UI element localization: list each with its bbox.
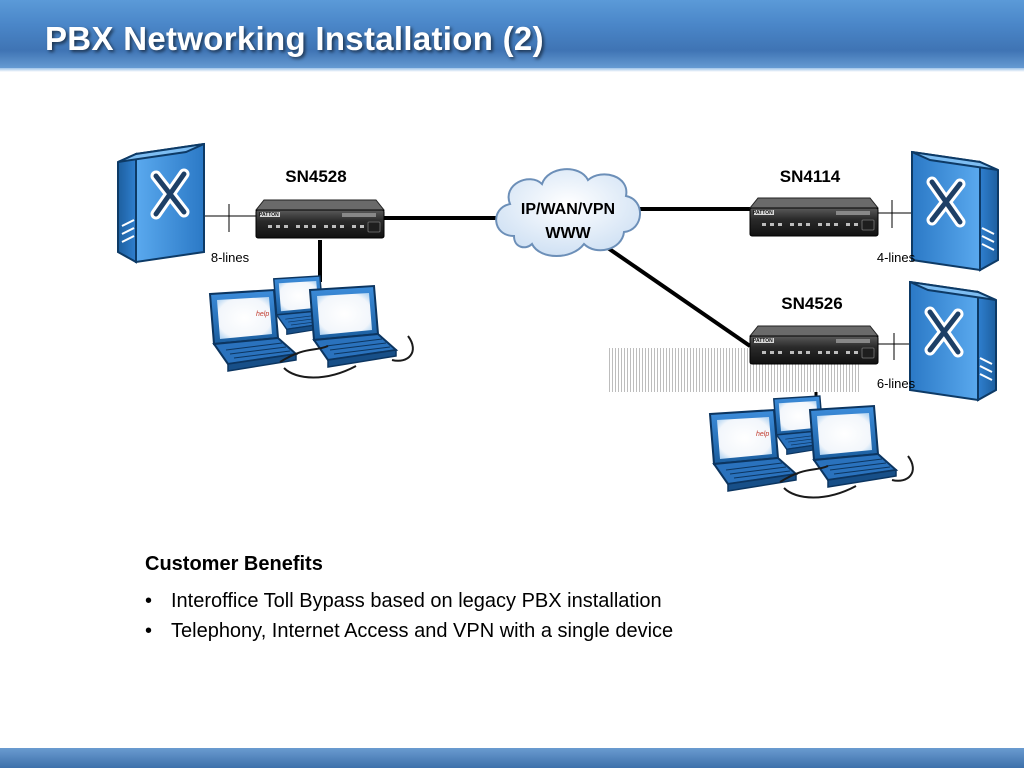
- laptop-screen-label: help: [756, 431, 769, 438]
- device-sn4526-icon: [749, 325, 879, 365]
- device-sn4528-brand: PATTON: [259, 212, 279, 218]
- cloud-icon: [495, 168, 641, 257]
- network-diagram: PATTON PATTON PATTON help help IP/WAN/VP…: [0, 0, 1024, 540]
- device-sn4528-icon: [255, 199, 385, 239]
- lines-right-top-label: 4-lines: [877, 250, 916, 265]
- pbx-line-right-bottom: [874, 333, 914, 360]
- pbx-server-left-icon: [118, 144, 204, 262]
- pbx-server-right-bottom-icon: [910, 282, 996, 400]
- device-sn4114-icon: [749, 197, 879, 237]
- lines-left-label: 8-lines: [211, 250, 250, 265]
- title-bar: PBX Networking Installation (2): [0, 0, 1024, 72]
- device-sn4526-brand: PATTON: [753, 338, 773, 344]
- benefits-list: Interoffice Toll Bypass based on legacy …: [145, 586, 845, 646]
- device-sn4526-label: SN4526: [781, 294, 842, 313]
- device-sn4114-brand: PATTON: [753, 210, 773, 216]
- customer-benefits: Customer Benefits Interoffice Toll Bypas…: [145, 553, 845, 646]
- laptop-screen-label: help: [256, 311, 269, 318]
- device-sn4114-label: SN4114: [780, 167, 841, 186]
- device-sn4528-label: SN4528: [285, 167, 346, 186]
- pbx-server-right-top-icon: [912, 152, 998, 270]
- cloud-label-line2: WWW: [545, 225, 591, 242]
- lines-right-bottom-label: 6-lines: [877, 376, 916, 391]
- laptops-left-icon: help: [210, 276, 413, 378]
- benefits-heading: Customer Benefits: [145, 553, 323, 575]
- page-title: PBX Networking Installation (2): [45, 20, 544, 57]
- benefit-item: Interoffice Toll Bypass based on legacy …: [145, 586, 845, 616]
- laptops-right-icon: help: [710, 396, 913, 498]
- link-cloud-sn4526: [603, 244, 752, 348]
- footer-bar: [0, 748, 1024, 768]
- benefit-item: Telephony, Internet Access and VPN with …: [145, 616, 845, 646]
- pbx-line-left: [198, 204, 258, 232]
- cloud-label-line1: IP/WAN/VPN: [521, 201, 615, 218]
